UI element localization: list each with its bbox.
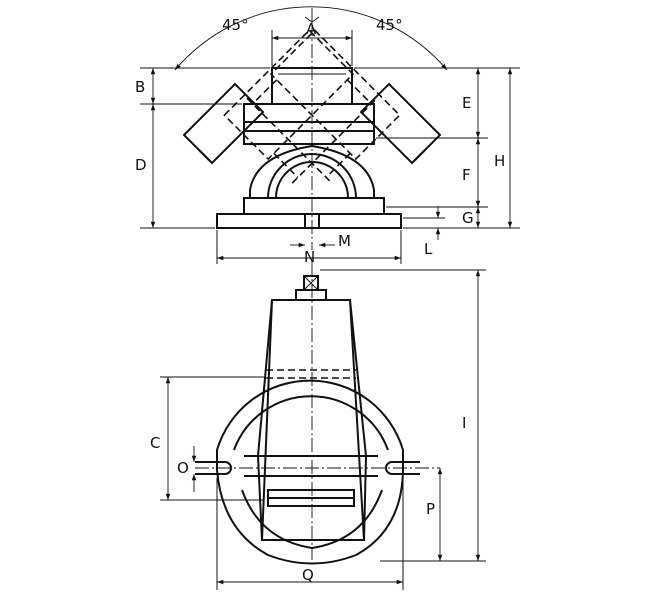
label-O: O <box>177 459 189 477</box>
label-E: E <box>462 94 471 112</box>
label-D: D <box>135 156 147 174</box>
base-flange <box>216 213 402 229</box>
front-elevation-view <box>140 6 520 264</box>
label-L: L <box>424 240 433 258</box>
label-F: F <box>462 166 471 184</box>
label-B: B <box>135 78 145 96</box>
label-H: H <box>494 152 505 170</box>
label-A: A <box>306 20 317 38</box>
angle-right-label: 45° <box>376 16 403 34</box>
label-N: N <box>304 248 315 266</box>
label-Q: Q <box>302 566 314 584</box>
spindle-nut <box>303 275 319 291</box>
base-plate <box>243 197 385 215</box>
label-M: M <box>338 232 351 250</box>
label-C: C <box>150 434 160 452</box>
angle-left-label: 45° <box>222 16 249 34</box>
label-P: P <box>426 500 435 518</box>
plan-view <box>160 262 486 590</box>
dimension-labels: 45° 45° A B D E F G H L M N I C O P Q <box>135 16 505 584</box>
right-slot <box>385 461 420 475</box>
round-base <box>216 379 404 470</box>
angle-arc <box>174 6 448 71</box>
right-angled-housing <box>359 82 442 165</box>
left-angled-housing <box>182 82 265 165</box>
housing-body <box>243 103 375 145</box>
label-I: I <box>462 414 466 432</box>
label-G: G <box>462 209 474 227</box>
